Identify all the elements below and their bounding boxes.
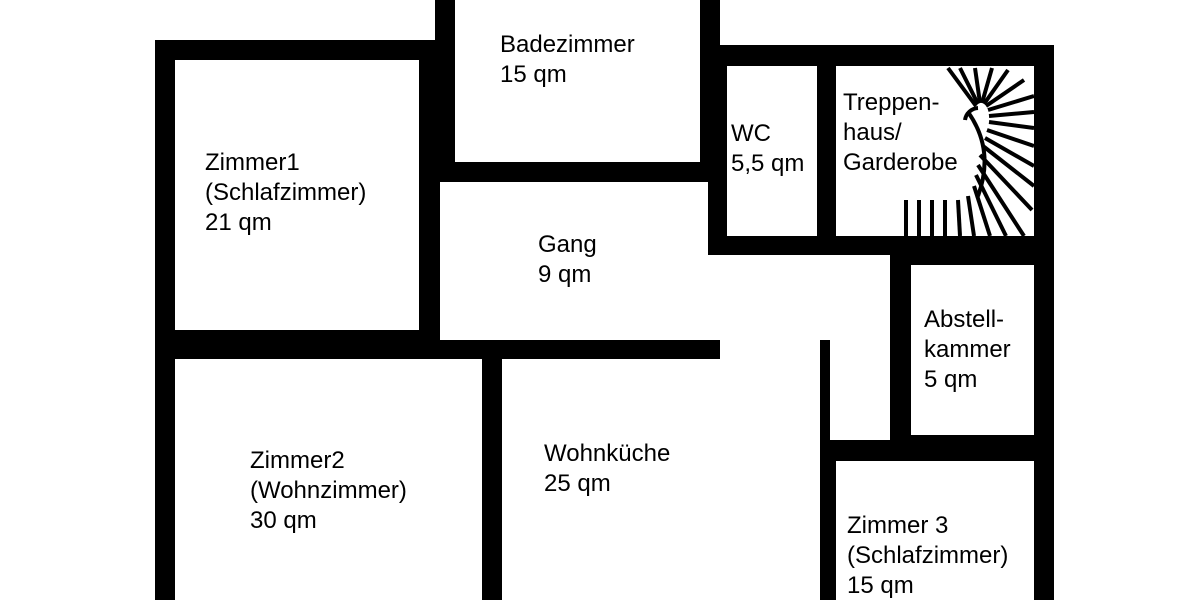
label-zimmer2-line1: Zimmer2 — [250, 447, 345, 474]
room-badezimmer — [455, 0, 700, 162]
label-zimmer3-line2: (Schlafzimmer) — [847, 542, 1009, 569]
label-zimmer1-line2: (Schlafzimmer) — [205, 179, 367, 206]
label-zimmer3-line3: 15 qm — [847, 572, 914, 599]
label-badezimmer-line2: 15 qm — [500, 61, 567, 88]
room-zimmer3 — [836, 461, 1034, 600]
label-treppenhaus-line3: Garderobe — [843, 149, 958, 176]
label-gang-line2: 9 qm — [538, 261, 592, 288]
label-wohnkueche-line1: Wohnküche — [544, 440, 671, 467]
room-wc — [727, 66, 817, 236]
label-badezimmer-line1: Badezimmer — [500, 31, 635, 58]
label-badezimmer: Badezimmer 15 qm — [500, 30, 635, 90]
room-zimmer1 — [175, 60, 419, 330]
label-abstellkammer-line3: 5 qm — [924, 366, 978, 393]
label-wohnkueche-line2: 25 qm — [544, 470, 611, 497]
label-treppenhaus: Treppen- haus/ Garderobe — [843, 88, 958, 178]
label-wc: WC 5,5 qm — [731, 119, 804, 179]
label-wohnkueche: Wohnküche 25 qm — [544, 439, 670, 499]
room-gang — [440, 182, 708, 340]
label-zimmer1-line3: 21 qm — [205, 209, 272, 236]
label-zimmer2-line3: 30 qm — [250, 507, 317, 534]
label-zimmer2: Zimmer2 (Wohnzimmer) 30 qm — [250, 446, 407, 536]
label-treppenhaus-line2: haus/ — [843, 119, 902, 146]
room-gang-corridor — [830, 255, 890, 440]
label-abstellkammer-line2: kammer — [924, 336, 1011, 363]
room-wohnkueche — [502, 359, 808, 600]
room-interiors — [175, 0, 1034, 600]
label-zimmer1: Zimmer1 (Schlafzimmer) 21 qm — [205, 148, 366, 238]
spiral-staircase — [904, 66, 1036, 238]
label-abstellkammer: Abstell- kammer 5 qm — [924, 305, 1011, 395]
exterior-gaps — [0, 0, 1200, 45]
label-zimmer3-line1: Zimmer 3 — [847, 512, 949, 539]
label-treppenhaus-line1: Treppen- — [843, 89, 940, 116]
label-abstellkammer-line1: Abstell- — [924, 306, 1005, 333]
label-gang: Gang 9 qm — [538, 230, 597, 290]
label-zimmer1-line1: Zimmer1 — [205, 149, 300, 176]
label-wc-line2: 5,5 qm — [731, 150, 805, 177]
room-abstellkammer — [911, 265, 1034, 435]
label-zimmer2-line2: (Wohnzimmer) — [250, 477, 407, 504]
label-gang-line1: Gang — [538, 231, 597, 258]
room-zimmer2 — [175, 359, 482, 600]
label-zimmer3: Zimmer 3 (Schlafzimmer) 15 qm — [847, 511, 1008, 601]
label-wc-line1: WC — [731, 120, 771, 147]
